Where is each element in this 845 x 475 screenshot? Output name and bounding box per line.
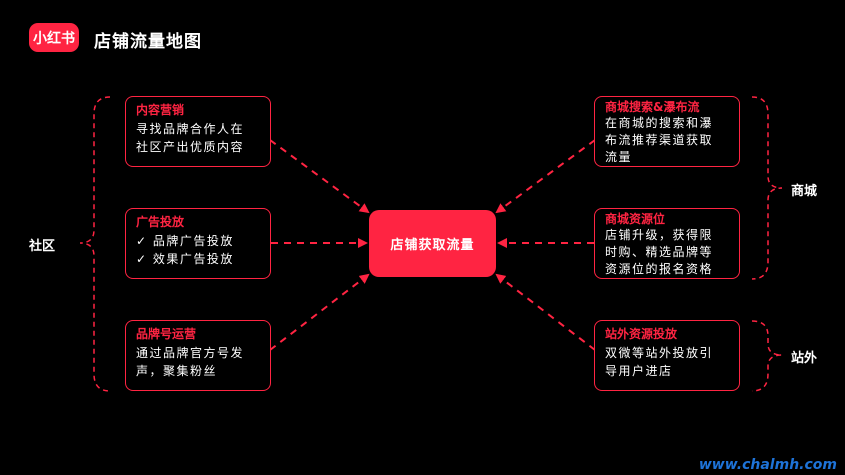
box-title: 广告投放	[136, 215, 185, 229]
watermark: www.chalmh.com	[698, 457, 837, 473]
box-content-marketing: 内容营销 寻找品牌合作人在 社区产出优质内容	[125, 96, 271, 167]
right-brace-offsite	[751, 320, 783, 392]
box-ad-placement: 广告投放 ✓ 品牌广告投放 ✓ 效果广告投放	[125, 208, 271, 279]
box-line: 资源位的报名资格	[605, 262, 714, 276]
box-line: 双微等站外投放引	[605, 346, 714, 360]
box-line: 在商城的搜索和瀑	[605, 116, 714, 130]
box-title: 商城资源位	[605, 212, 666, 226]
box-title: 商城搜索&瀑布流	[605, 100, 700, 114]
box-title: 站外资源投放	[605, 327, 678, 341]
arrow-offsite	[495, 273, 596, 351]
box-line: 布流推荐渠道获取	[605, 133, 714, 147]
arrow-mall-search	[495, 139, 596, 214]
box-mall-resource: 商城资源位 店铺升级，获得限 时购、精选品牌等 资源位的报名资格	[594, 208, 740, 279]
center-node: 店铺获取流量	[369, 210, 496, 277]
xiaohongshu-logo: 小红书	[29, 23, 79, 52]
group-label-mall: 商城	[791, 184, 818, 199]
box-title: 品牌号运营	[136, 327, 197, 341]
box-line: 店铺升级，获得限	[605, 228, 714, 242]
right-brace-mall	[751, 96, 783, 280]
box-offsite: 站外资源投放 双微等站外投放引 导用户进店	[594, 320, 740, 391]
box-line: 时购、精选品牌等	[605, 245, 714, 259]
box-line: ✓ 效果广告投放	[136, 252, 234, 266]
box-brand-account: 品牌号运营 通过品牌官方号发 声，聚集粉丝	[125, 320, 271, 391]
page-title: 店铺流量地图	[94, 32, 202, 52]
arrow-content-marketing	[269, 139, 370, 214]
box-title: 内容营销	[136, 103, 185, 117]
box-mall-search: 商城搜索&瀑布流 在商城的搜索和瀑 布流推荐渠道获取 流量	[594, 96, 740, 167]
box-line: 声，聚集粉丝	[136, 364, 218, 378]
box-line: 导用户进店	[605, 364, 673, 378]
arrow-brand-account	[269, 273, 370, 351]
group-label-community: 社区	[29, 239, 56, 254]
left-brace	[79, 96, 111, 392]
box-line: 寻找品牌合作人在	[136, 122, 245, 136]
box-line: 流量	[605, 150, 633, 164]
box-line: 社区产出优质内容	[136, 140, 245, 154]
box-line: 通过品牌官方号发	[136, 346, 245, 360]
group-label-offsite: 站外	[791, 351, 818, 366]
box-line: ✓ 品牌广告投放	[136, 234, 234, 248]
